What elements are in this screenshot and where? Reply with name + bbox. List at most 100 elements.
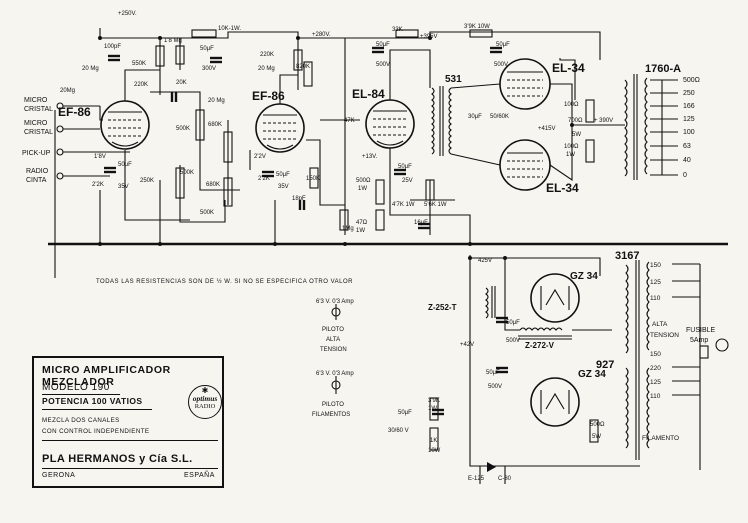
label-r680k-b: 680K: [206, 182, 220, 188]
label-r220k-a: 220K: [134, 82, 148, 88]
label-c50uf-i: 50μF: [398, 410, 412, 416]
diode-symbol: [487, 462, 496, 472]
tube-ef86-1: [100, 100, 150, 150]
tube-gz34-top: [530, 273, 580, 323]
output-tap-7: 0: [683, 172, 687, 179]
label-r1w-b: 1W: [356, 228, 365, 234]
label-e125: E-125: [468, 476, 485, 482]
label-v500c: 500V: [506, 338, 520, 344]
label-c50uf-b: 50μF: [118, 162, 132, 168]
label-r820k: 820K: [296, 64, 310, 70]
label-radio: RADIO: [26, 168, 49, 175]
label-r100: 100Ω: [564, 102, 579, 108]
label-c30uf-2: 50/60K: [490, 114, 509, 120]
label-c100pf: 100pF: [104, 44, 121, 50]
pilot-2-label: PILOTO: [322, 402, 344, 408]
label-r2k2b: 2'2K: [258, 176, 270, 182]
label-r500ohm: 500Ω: [356, 178, 371, 184]
label-v280: +280V.: [312, 32, 331, 38]
label-r20mg-c: 20 Mg: [258, 66, 275, 72]
resistor-note: TODAS LAS RESISTENCIAS SON DE ½ W. SI NO…: [96, 278, 353, 285]
label-r1w-d: 1W: [428, 406, 437, 412]
label-micro-1: MICRO: [24, 97, 48, 104]
label-r10k1w: 10K-1W.: [218, 26, 241, 32]
input-jack-micro-2: [56, 125, 64, 133]
pilot-1-rating: 6'3 V. 0'3 Amp: [316, 299, 354, 305]
logo-brand: optimus: [192, 394, 218, 403]
label-v390: + 390V: [594, 118, 613, 124]
output-tap-5: 63: [683, 143, 691, 150]
model: MODELO 190: [42, 382, 110, 393]
input-jack-pickup: [56, 148, 64, 156]
label-r1mg: 1Mg: [342, 226, 354, 232]
label-c50uf-f: 50μF: [496, 42, 510, 48]
fuse-symbol: [699, 345, 709, 359]
label-v500d: 500V: [488, 384, 502, 390]
label-v250: +250V.: [118, 11, 137, 17]
label-filamento: FILAMENTO: [642, 435, 679, 442]
logo-sub: RADIO: [194, 403, 216, 410]
label-c50uf-e: 50μF: [376, 42, 390, 48]
label-r33k: 33K: [392, 27, 403, 33]
mains-tap-3: 220: [650, 365, 661, 372]
label-pickup: PICK-UP: [22, 150, 51, 157]
label-v500: 500V: [376, 62, 390, 68]
label-r47k1w: 4'7K 1W: [392, 202, 415, 208]
label-r20mg-b: 20Mg: [60, 88, 75, 94]
label-fuse-amp: 5Amp: [690, 337, 708, 344]
label-c50uf-i2: 30/60 V: [388, 428, 409, 434]
label-r10w: 10W: [428, 448, 441, 454]
label-r20mg-a: 20 Mg: [82, 66, 99, 72]
label-choke-z272: Z-272-V: [525, 341, 555, 350]
country: ESPAÑA: [184, 472, 215, 479]
pilot-2-label2: FILAMENTOS: [312, 412, 350, 418]
label-gz34-top: GZ 34: [570, 271, 598, 282]
pilot-1-label2: ALTA: [326, 337, 340, 343]
label-r500k-a: 500K: [176, 126, 190, 132]
label-gz34-bottom: GZ 34: [578, 369, 606, 380]
label-r500k-c: 500K: [180, 170, 194, 176]
label-r1w-c: 1W: [566, 152, 575, 158]
label-v13: +13V.: [362, 154, 378, 160]
label-v500b: 500V: [494, 62, 508, 68]
mains-tap-2: 110: [650, 295, 661, 302]
input-jack-radio: [56, 172, 64, 180]
label-c50uf-h: 50μF: [486, 370, 500, 376]
label-r39k: 3'9K 10W: [464, 24, 490, 30]
pilot-1-label: PILOTO: [322, 327, 344, 333]
label-interstage: 531: [445, 74, 462, 85]
label-r100b: 100Ω: [564, 144, 579, 150]
interstage-transformer: [431, 86, 452, 156]
label-c80: C-80: [498, 476, 512, 482]
tube-el34-bottom: [499, 139, 551, 191]
mix-line-2: CON CONTROL INDEPENDIENTE: [42, 428, 150, 435]
output-tap-0: 500Ω: [683, 77, 700, 84]
label-output-transformer: 1760-A: [645, 63, 681, 75]
output-transformer: [624, 74, 648, 180]
label-c50uf-c: 50μF: [276, 172, 290, 178]
mains-tap-4: 125: [650, 379, 661, 386]
label-r5w: 5W: [572, 132, 581, 138]
tube-gz34-bottom: [530, 377, 580, 427]
label-r47k: 47K: [344, 118, 355, 124]
label-choke-z252: Z-252-T: [428, 303, 457, 312]
power-rating: POTENCIA 100 VATIOS: [42, 396, 143, 406]
label-r250k: 250K: [140, 178, 154, 184]
title: MICRO AMPLIFICADOR MEZCLADOR: [42, 364, 171, 388]
label-r550k: 550K: [132, 61, 146, 67]
label-el34-top: EL-34: [552, 61, 585, 75]
mains-tap-6: 150: [650, 351, 661, 358]
label-r680k-a: 680K: [208, 122, 222, 128]
mains-tap-1: 125: [650, 279, 661, 286]
optimus-logo: ✱ optimus RADIO: [188, 385, 222, 419]
label-el34-bottom: EL-34: [546, 181, 579, 195]
mains-tap-5: 110: [650, 393, 661, 400]
label-c50uf-a: 50μF: [200, 46, 214, 52]
label-r39k-b: 3'9K: [428, 398, 440, 404]
pilot-lamp-alta-tension: [331, 307, 341, 317]
label-cristal-2: CRISTAL: [24, 129, 53, 136]
label-el84: EL-84: [352, 87, 385, 101]
tube-ef86-2: [255, 103, 305, 153]
city: GERONA: [42, 472, 76, 479]
